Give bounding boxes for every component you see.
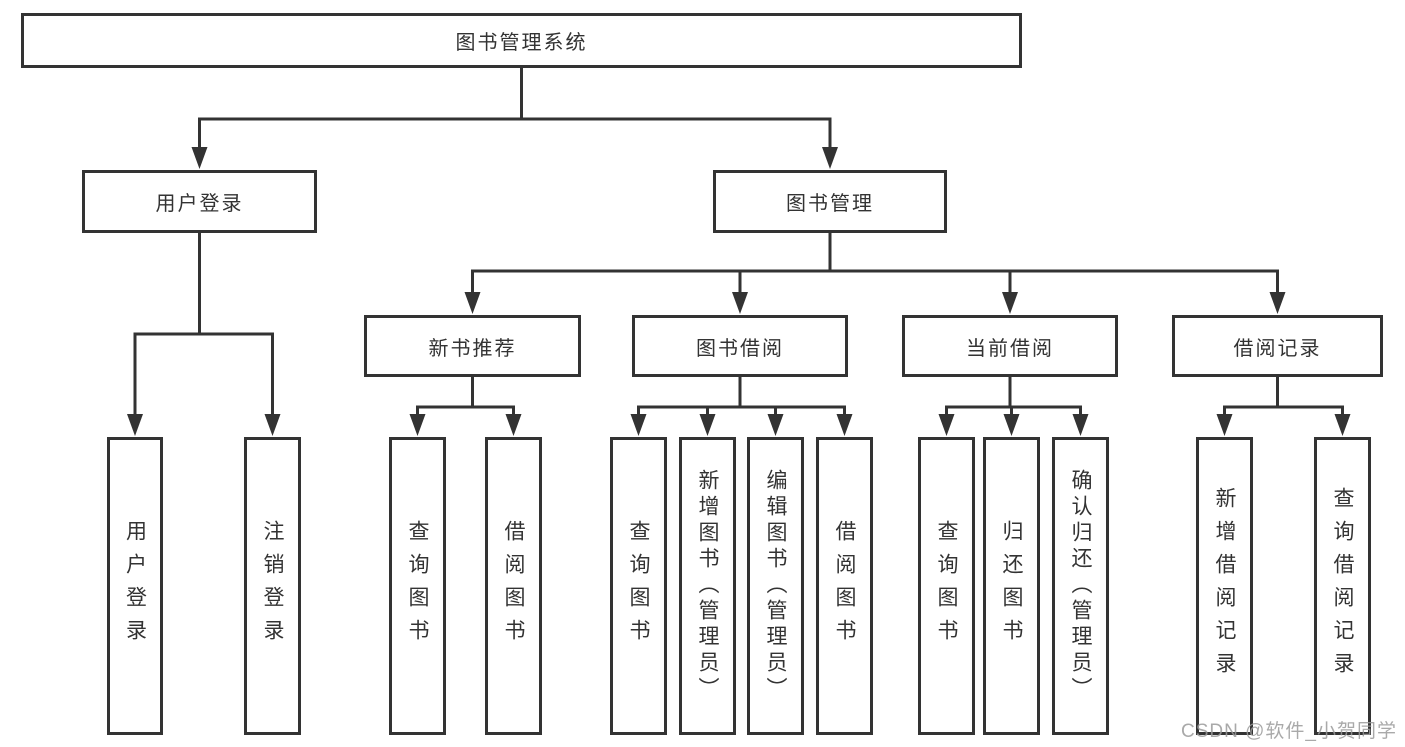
leaf-add-book-admin: 新增图书（管理员） (679, 437, 736, 735)
leaf-borrow-books-borrow-label: 借阅图书 (833, 520, 856, 652)
leaf-return-book-label: 归还图书 (1000, 520, 1023, 652)
leaf-return-book: 归还图书 (983, 437, 1040, 735)
node-root-label: 图书管理系统 (455, 32, 588, 54)
leaf-query-books-borrow: 查询图书 (610, 437, 667, 735)
node-book-management: 图书管理 (713, 170, 947, 233)
node-root: 图书管理系统 (21, 13, 1022, 68)
csdn-watermark: CSDN @软件_小贺同学 (1181, 721, 1397, 742)
arrowhead-icons (127, 147, 1351, 436)
node-current-borrow-label: 当前借阅 (966, 337, 1054, 360)
leaf-add-borrow-record: 新增借阅记录 (1196, 437, 1253, 735)
leaf-add-book-admin-label: 新增图书（管理员） (696, 469, 719, 703)
leaf-query-books-recommend: 查询图书 (389, 437, 446, 735)
leaf-confirm-return-admin-label: 确认归还（管理员） (1069, 469, 1092, 703)
leaf-borrow-books-recommend-label: 借阅图书 (502, 520, 525, 652)
node-current-borrow: 当前借阅 (902, 315, 1118, 377)
leaf-query-borrow-record-label: 查询借阅记录 (1331, 487, 1354, 685)
leaf-borrow-books-borrow: 借阅图书 (816, 437, 873, 735)
node-book-borrow-label: 图书借阅 (696, 337, 784, 360)
connector-paths (133, 68, 1344, 416)
node-book-borrow: 图书借阅 (632, 315, 848, 377)
node-book-management-label: 图书管理 (786, 193, 874, 215)
leaf-edit-book-admin: 编辑图书（管理员） (747, 437, 804, 735)
leaf-query-books-current-label: 查询图书 (935, 520, 958, 652)
leaf-edit-book-admin-label: 编辑图书（管理员） (764, 469, 787, 703)
node-borrow-records-label: 借阅记录 (1233, 337, 1322, 360)
leaf-user-login: 用户登录 (107, 437, 163, 735)
node-user-login-label: 用户登录 (155, 193, 244, 215)
leaf-confirm-return-admin: 确认归还（管理员） (1052, 437, 1109, 735)
leaf-user-login-label: 用户登录 (123, 520, 147, 652)
node-new-book-recommend: 新书推荐 (364, 315, 581, 377)
node-borrow-records: 借阅记录 (1172, 315, 1383, 377)
leaf-add-borrow-record-label: 新增借阅记录 (1213, 487, 1236, 685)
node-new-book-recommend-label: 新书推荐 (428, 337, 517, 360)
leaf-query-books-borrow-label: 查询图书 (627, 520, 650, 652)
leaf-query-borrow-record: 查询借阅记录 (1314, 437, 1371, 735)
node-user-login: 用户登录 (82, 170, 317, 233)
leaf-logout-label: 注销登录 (261, 520, 284, 652)
leaf-query-books-recommend-label: 查询图书 (406, 520, 429, 652)
leaf-borrow-books-recommend: 借阅图书 (485, 437, 542, 735)
leaf-logout: 注销登录 (244, 437, 301, 735)
leaf-query-books-current: 查询图书 (918, 437, 975, 735)
